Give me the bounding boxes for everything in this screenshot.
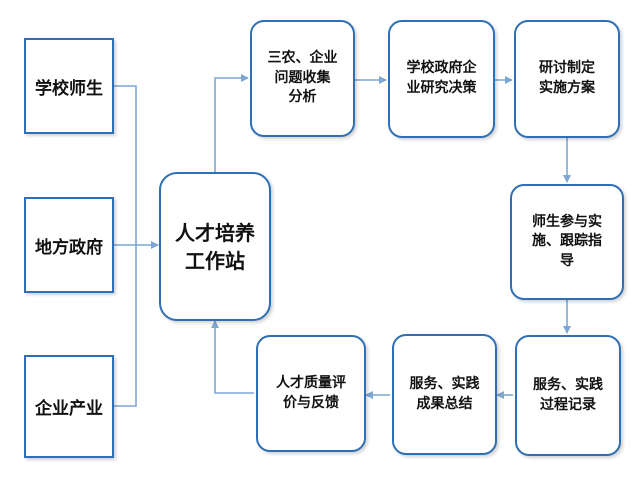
arrow-hub-to-analysis bbox=[214, 74, 249, 172]
step-plan-label: 研讨制定 实施方案 bbox=[539, 60, 595, 96]
step-feedback-label: 人才质量评 价与反馈 bbox=[276, 374, 346, 411]
source-government: 地方政府 bbox=[24, 197, 114, 293]
source-government-label: 地方政府 bbox=[35, 237, 103, 258]
step-record: 服务、实践 过程记录 bbox=[515, 335, 621, 456]
step-analysis-label: 三农、企业 问题收集 分析 bbox=[267, 50, 338, 106]
step-guidance: 师生参与实 施、跟踪指 导 bbox=[510, 184, 624, 300]
step-plan: 研讨制定 实施方案 bbox=[514, 20, 620, 138]
hub-label: 人才培养 工作站 bbox=[175, 220, 255, 273]
connector-teachers bbox=[114, 85, 137, 245]
connector-enterprise bbox=[114, 245, 137, 407]
step-feedback: 人才质量评 价与反馈 bbox=[256, 335, 366, 452]
step-summary-label: 服务、实践 成果总结 bbox=[409, 375, 480, 412]
hub-talent-station: 人才培养 工作站 bbox=[159, 172, 271, 321]
source-teachers: 学校师生 bbox=[24, 38, 114, 134]
step-analysis: 三农、企业 问题收集 分析 bbox=[250, 20, 355, 137]
step-summary: 服务、实践 成果总结 bbox=[392, 334, 497, 455]
step-decision: 学校政府企 业研究决策 bbox=[388, 20, 495, 138]
step-decision-label: 学校政府企 业研究决策 bbox=[406, 60, 477, 96]
source-enterprise-label: 企业产业 bbox=[35, 399, 103, 419]
arrow-feedback-to-hub bbox=[211, 320, 254, 394]
step-guidance-label: 师生参与实 施、跟踪指 导 bbox=[532, 213, 602, 269]
source-teachers-label: 学校师生 bbox=[35, 78, 103, 99]
source-enterprise: 企业产业 bbox=[24, 355, 114, 458]
step-record-label: 服务、实践 过程记录 bbox=[533, 376, 603, 413]
